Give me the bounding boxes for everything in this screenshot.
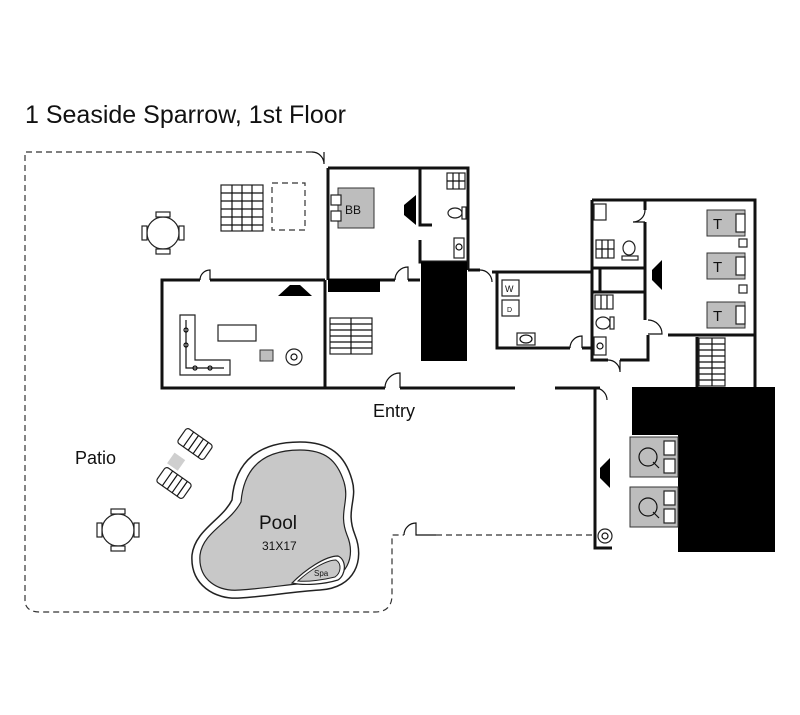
building-walls: [160, 166, 757, 550]
patio-lounger-top: [220, 184, 264, 232]
kitchen-stool: [285, 348, 303, 366]
bed-t-2: T: [706, 252, 746, 280]
fireplace-q: [600, 458, 610, 488]
dryer-label: D: [507, 307, 512, 314]
spa-label: Spa: [314, 569, 329, 578]
fireplace-living: [278, 285, 312, 296]
nightstand: [738, 284, 748, 294]
patio-table-outline: [271, 182, 306, 231]
bed-label: T: [713, 308, 722, 325]
stair-block: [421, 262, 467, 361]
kitchen-island: [217, 324, 257, 342]
patio-table-top: [141, 211, 185, 255]
bath-bb: [446, 172, 467, 259]
fireplace-bb: [404, 195, 416, 225]
fireplace-t: [652, 260, 662, 290]
pool: Pool 31X17: [191, 441, 360, 599]
chair-q-room: [597, 528, 613, 544]
bed-label: BB: [345, 203, 361, 217]
stairs-center: [329, 317, 373, 355]
bed-q-1: [629, 436, 679, 478]
pool-lounger-2: [156, 467, 192, 499]
washer-label: W: [505, 284, 514, 294]
door-swing: [311, 151, 325, 165]
bath-right-lower: [593, 294, 615, 356]
floor-plan-title: 1 Seaside Sparrow, 1st Floor: [25, 101, 346, 129]
patio-label: Patio: [75, 448, 116, 468]
bed-t-1: T: [706, 209, 746, 237]
bath-right-top: [593, 203, 639, 261]
spa: Spa: [290, 555, 345, 586]
laundry: W D: [501, 279, 536, 346]
pool-label: Pool: [259, 513, 297, 534]
patio-table-bottom: [96, 508, 140, 552]
pool-lounger-1: [177, 428, 213, 460]
bed-bb: BB: [330, 187, 375, 229]
garage-block: [632, 387, 775, 552]
kitchen-counter: [179, 314, 231, 376]
patio-boundary: [24, 151, 404, 613]
bed-label: T: [713, 259, 722, 276]
stairs-right: [698, 337, 726, 387]
entry-label: Entry: [373, 401, 415, 421]
side-table: [167, 452, 186, 471]
door-swings: [199, 209, 663, 536]
pool-size-label: 31X17: [262, 539, 297, 553]
closet-block: [328, 279, 380, 292]
kitchen-appliance: [259, 349, 274, 362]
bed-t-3: T: [706, 301, 746, 329]
bed-q-2: [629, 486, 679, 528]
bed-label: T: [713, 216, 722, 233]
nightstand: [738, 238, 748, 248]
